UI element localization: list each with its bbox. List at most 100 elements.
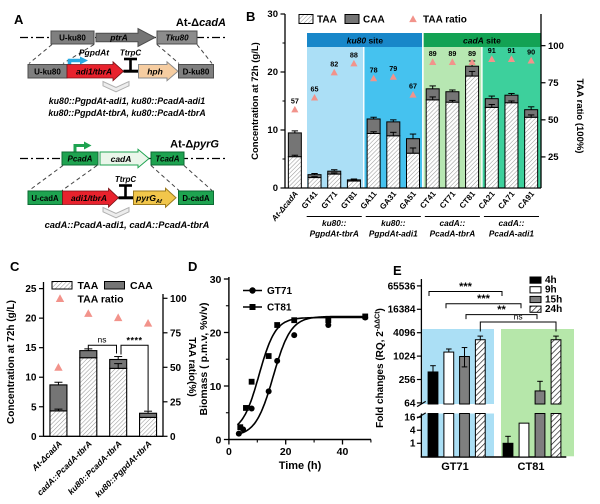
taa-ratio-triangle — [409, 91, 417, 98]
pyrg-marker-arrow — [133, 187, 177, 209]
c-ytick-label: 10 — [25, 373, 37, 384]
adi1-tbra-gene-arrow-2 — [62, 187, 120, 209]
pcada-promoter-label: PcadA — [68, 155, 93, 164]
e-significance: ********ns — [428, 281, 557, 332]
taa-ratio-value: 91 — [488, 46, 496, 55]
bar-taa — [425, 99, 440, 189]
legend-label-ratio: TAA ratio — [423, 15, 467, 26]
cassette2-dcada-box — [178, 190, 214, 205]
sig-label: ns — [514, 312, 523, 322]
taa-ratio-value: 67 — [409, 82, 417, 91]
c-significance: ns**** — [87, 335, 149, 411]
bar-taa — [79, 357, 98, 437]
taa-ratio-value: 57 — [291, 96, 299, 105]
bar-24h-lower — [474, 413, 486, 458]
c-ytick-label: 5 — [31, 402, 37, 413]
bar-caa — [49, 384, 68, 412]
legend-label-24h: 24h — [545, 304, 562, 315]
taa-ratio-triangle — [350, 59, 358, 67]
d-ytick-label: 30 — [210, 274, 222, 286]
taa-ratio-triangle — [507, 55, 516, 62]
bar-15h-lower — [459, 413, 470, 458]
taa-ratio-triangle — [143, 318, 153, 327]
construct2-caption: cadA::PcadA-adi1, cadA::PcadA-tbrA — [45, 220, 210, 230]
uku80-locus-box — [50, 30, 95, 45]
c-taa-ratio-markers — [54, 309, 153, 371]
taa-ratio-value: 90 — [527, 48, 535, 57]
bar-caa — [287, 132, 302, 158]
cassette1-uku80-label: U-ku80 — [34, 67, 61, 76]
taa-ratio-triangle — [113, 313, 123, 322]
site-header-0 — [307, 33, 423, 47]
ns-bracket — [87, 344, 117, 354]
c-ytick-label: 0 — [31, 432, 37, 443]
legend-swatch-9h — [529, 286, 542, 294]
panel-a-gene-construct-diagram: At-ΔcadA U-ku80 ptrA Tku80 U-ku80 PgpdAt… — [20, 17, 226, 230]
b-ylabel-right: TAA ratio (100%) — [574, 79, 585, 154]
site-header-label-0: ku80 site — [347, 36, 384, 46]
b-category-label: GT71 — [320, 189, 340, 211]
legend-swatch-caa — [344, 14, 360, 24]
b-rtick-label: 50 — [548, 115, 559, 126]
legend-swatch-taa — [298, 14, 314, 24]
cassette2-ucada-label: U-cadA — [31, 194, 59, 203]
b-rtick-label: 100 — [548, 41, 564, 52]
c-category-labels: At-ΔcadAcadA::PcadA-tbrAku80::PcadA-tbrA… — [29, 439, 153, 500]
promoter-arrowhead-green — [84, 141, 92, 150]
tcada-terminator-label: TcadA — [155, 155, 179, 164]
group-label-line1: ku80:: — [381, 218, 406, 228]
e-bars — [427, 335, 562, 458]
taa-ratio-triangle — [448, 58, 456, 65]
legend-circle-marker — [249, 287, 256, 294]
b-category-label: CA71 — [496, 189, 516, 211]
bar-taa — [465, 75, 480, 189]
ns-label: ns — [98, 335, 107, 345]
legend-label-caa: CAA — [363, 15, 385, 26]
taa-ratio-triangle — [370, 74, 378, 82]
data-point-square — [243, 405, 249, 411]
c-bars — [49, 348, 158, 437]
adi1-tbra-gene-arrow-1 — [66, 60, 125, 82]
b-rtick-label: 25 — [548, 152, 559, 163]
e-ytick-label: 64 — [404, 398, 416, 409]
b-bars — [287, 60, 539, 189]
ptra-gene-label: ptrA — [109, 33, 127, 43]
legend-square-marker — [249, 304, 256, 310]
group-label-line2: PcadA-tbrA — [430, 229, 476, 239]
c-rtick-label: 0 — [170, 432, 176, 443]
promoter-arrowhead-blue — [80, 56, 88, 65]
cassette2-dcada-label: D-cadA — [182, 194, 210, 203]
taa-ratio-value: 89 — [468, 49, 476, 58]
tku80-terminator-box — [156, 30, 198, 45]
construct2-title: At-ΔpyrG — [170, 139, 219, 151]
site-separator — [422, 33, 424, 188]
cassette1-dku80-label: D-ku80 — [183, 67, 210, 76]
taa-ratio-triangle — [389, 73, 397, 80]
ttrpc-terminator-label-1: TtrpC — [120, 49, 142, 58]
legend-label-15h: 15h — [545, 294, 562, 305]
pcada-promoter-box — [61, 151, 99, 166]
taa-ratio-triangle — [310, 93, 319, 101]
construct1-title: At-ΔcadA — [176, 17, 226, 29]
taa-ratio-value: 89 — [448, 49, 456, 58]
b-category-label: CT81 — [458, 189, 478, 210]
legend-triangle — [409, 15, 417, 23]
panel-e-fold-change-bar-chart: 642561024409616384655361416********ns4h9… — [375, 275, 574, 473]
data-point-circle — [274, 357, 281, 364]
data-point-circle — [248, 405, 255, 412]
legend-swatch-4h — [529, 276, 542, 284]
ptra-gene-arrow — [95, 27, 157, 48]
bar-24h-upper — [550, 339, 562, 405]
bar-taa — [327, 173, 342, 189]
stars-bracket — [120, 344, 149, 411]
taa-ratio-value: 65 — [311, 85, 319, 94]
fit-curve-GT71 — [237, 315, 366, 436]
tcada-terminator-box — [150, 151, 185, 166]
e-group-label-gt71: GT71 — [441, 461, 469, 473]
e-ytick-label: 1 — [410, 439, 416, 450]
d-ytick-label: 20 — [210, 327, 222, 339]
